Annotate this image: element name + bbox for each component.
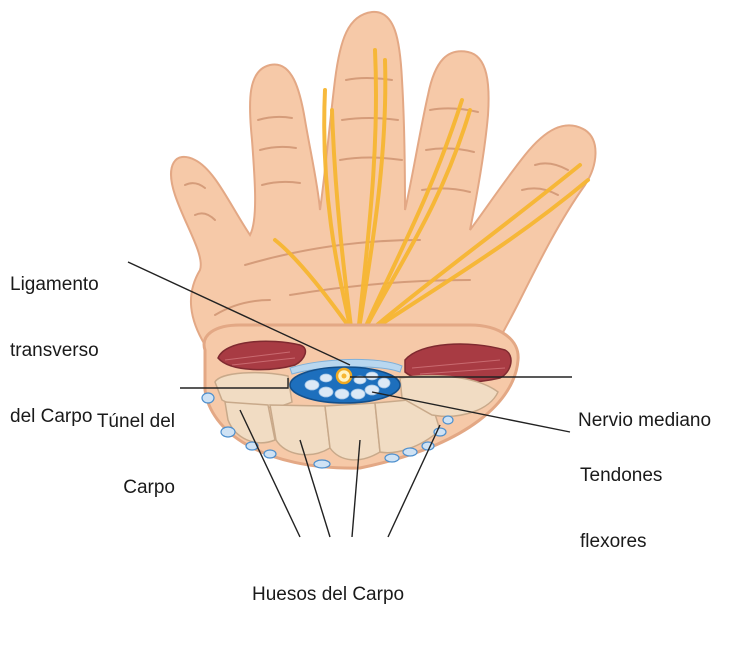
label-tendones-line2: flexores xyxy=(580,531,662,553)
label-huesos-text: Huesos del Carpo xyxy=(252,584,404,606)
label-ligamento-line1: Ligamento xyxy=(10,274,99,296)
label-tunel-line1: Túnel del xyxy=(60,411,175,433)
label-ligamento-line2: transverso xyxy=(10,340,99,362)
label-tendones-line1: Tendones xyxy=(580,465,662,487)
label-tunel-line2: Carpo xyxy=(60,477,175,499)
carpal-tunnel-diagram: Ligamento transverso del Carpo Túnel del… xyxy=(0,0,748,567)
label-tunel: Túnel del Carpo xyxy=(60,367,175,543)
label-huesos: Huesos del Carpo xyxy=(252,540,404,650)
label-tendones: Tendones flexores xyxy=(580,421,662,597)
